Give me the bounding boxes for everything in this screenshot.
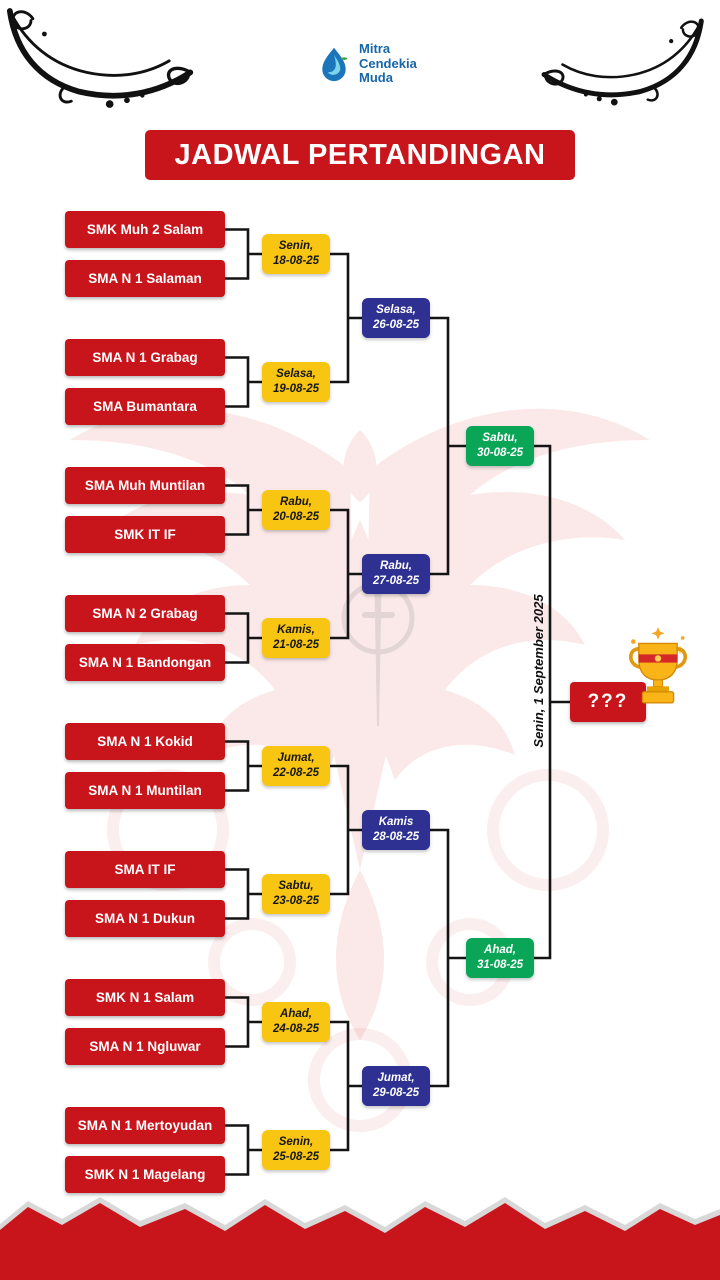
logo-text-line-1: Mitra [359, 41, 391, 56]
trophy-icon [628, 626, 688, 704]
round1-date-box: Jumat, 22-08-25 [262, 746, 330, 786]
match-date: 19-08-25 [272, 383, 320, 395]
round1-date-box: Ahad, 24-08-25 [262, 1002, 330, 1042]
page-title: JADWAL PERTANDINGAN [145, 130, 575, 180]
match-date: 20-08-25 [272, 511, 320, 523]
match-day: Jumat, [277, 752, 315, 765]
round1-date-box: Rabu, 20-08-25 [262, 490, 330, 530]
team-box: SMA Muh Muntilan [65, 467, 225, 504]
match-date: 21-08-25 [272, 639, 320, 651]
match-day: Sabtu, [482, 432, 518, 445]
match-day: Selasa, [276, 368, 316, 381]
match-date: 29-08-25 [372, 1087, 420, 1099]
match-day: Kamis, [277, 624, 315, 637]
logo: Mitra Cendekia Muda [316, 41, 417, 86]
semifinal-date-box: Ahad, 31-08-25 [466, 938, 534, 978]
round1-date-box: Sabtu, 23-08-25 [262, 874, 330, 914]
team-box: SMK IT IF [65, 516, 225, 553]
team-box: SMK N 1 Magelang [65, 1156, 225, 1193]
match-date: 27-08-25 [372, 575, 420, 587]
match-day: Sabtu, [278, 880, 314, 893]
match-date: 28-08-25 [372, 831, 420, 843]
torn-paper-edge [0, 1197, 720, 1280]
round1-date-box: Senin, 18-08-25 [262, 234, 330, 274]
team-box: SMA IT IF [65, 851, 225, 888]
match-day: Rabu, [380, 560, 412, 573]
logo-text-line-3: Muda [359, 70, 393, 86]
team-box: SMA Bumantara [65, 388, 225, 425]
match-day: Ahad, [484, 944, 516, 957]
champion-box: ??? [570, 682, 646, 722]
team-box: SMA N 2 Grabag [65, 595, 225, 632]
final-date-label: Senin, 1 September 2025 [531, 594, 546, 748]
round2-date-box: Rabu, 27-08-25 [362, 554, 430, 594]
match-date: 26-08-25 [372, 319, 420, 331]
match-day: Ahad, [280, 1008, 312, 1021]
match-day: Selasa, [376, 304, 416, 317]
team-box: SMA N 1 Mertoyudan [65, 1107, 225, 1144]
match-day: Senin, [278, 240, 314, 253]
corner-flourish-left [6, 4, 198, 112]
match-day: Jumat, [377, 1072, 415, 1085]
match-date: 23-08-25 [272, 895, 320, 907]
team-box: SMK N 1 Salam [65, 979, 225, 1016]
round1-date-box: Kamis, 21-08-25 [262, 618, 330, 658]
round1-date-box: Selasa, 19-08-25 [262, 362, 330, 402]
logo-wordmark: Mitra Cendekia Muda [359, 41, 417, 86]
match-date: 24-08-25 [272, 1023, 320, 1035]
match-date: 18-08-25 [272, 255, 320, 267]
team-box: SMA N 1 Muntilan [65, 772, 225, 809]
round2-date-box: Selasa, 26-08-25 [362, 298, 430, 338]
match-date: 22-08-25 [272, 767, 320, 779]
team-box: SMA N 1 Dukun [65, 900, 225, 937]
match-day: Senin, [278, 1136, 314, 1149]
team-box: SMA N 1 Ngluwar [65, 1028, 225, 1065]
team-box: SMA N 1 Salaman [65, 260, 225, 297]
team-box: SMA N 1 Bandongan [65, 644, 225, 681]
round1-date-box: Senin, 25-08-25 [262, 1130, 330, 1170]
match-day: Kamis [378, 816, 414, 829]
logo-icon [322, 47, 348, 81]
team-box: SMA N 1 Kokid [65, 723, 225, 760]
match-date: 30-08-25 [476, 447, 524, 459]
corner-flourish-right [528, 16, 714, 108]
logo-text-line-2: Cendekia [359, 55, 417, 71]
match-date: 25-08-25 [272, 1151, 320, 1163]
team-box: SMK Muh 2 Salam [65, 211, 225, 248]
round2-date-box: Kamis 28-08-25 [362, 810, 430, 850]
semifinal-date-box: Sabtu, 30-08-25 [466, 426, 534, 466]
round2-date-box: Jumat, 29-08-25 [362, 1066, 430, 1106]
match-day: Rabu, [280, 496, 312, 509]
match-date: 31-08-25 [476, 959, 524, 971]
team-box: SMA N 1 Grabag [65, 339, 225, 376]
